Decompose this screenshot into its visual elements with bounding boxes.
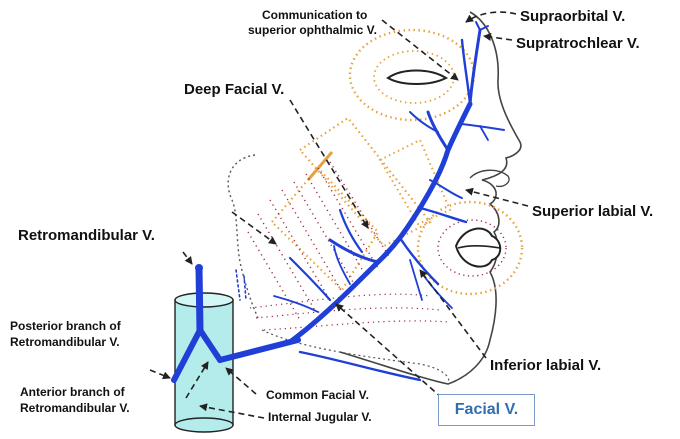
veins xyxy=(171,21,505,383)
masseter-hatching xyxy=(247,161,391,321)
arrow-posterior-branch xyxy=(149,369,171,380)
arrow-common-facial xyxy=(225,367,257,395)
face-profile-outline xyxy=(339,11,522,385)
buccinator-hatching xyxy=(249,293,451,331)
label-communication-line2: superior ophthalmic V. xyxy=(248,23,377,37)
label-posterior-branch-line2: Retromandibular V. xyxy=(10,335,120,349)
nostril-outline xyxy=(469,169,510,188)
arrow-anterior-branch xyxy=(185,361,209,399)
muscle-edge-line xyxy=(306,151,334,181)
arrow-facial-vein xyxy=(335,303,443,399)
ear-dotted-outline xyxy=(227,154,259,319)
orbicularis-oris-outer xyxy=(416,200,524,296)
arrow-superior-labial xyxy=(465,187,529,207)
zygomaticus-muscle xyxy=(298,116,432,248)
label-retromandibular: Retromandibular V. xyxy=(18,227,155,244)
leader-arrows xyxy=(149,11,529,419)
label-internal-jugular: Internal Jugular V. xyxy=(268,410,372,424)
arrow-communication xyxy=(381,19,459,81)
label-posterior-branch-line1: Posterior branch of xyxy=(10,319,121,333)
lip-line xyxy=(457,244,501,249)
label-supraorbital: Supraorbital V. xyxy=(520,8,626,25)
arrow-supraorbital xyxy=(465,11,517,23)
eye-opening xyxy=(386,69,449,85)
arrow-retromandibular xyxy=(182,251,193,265)
label-communication-line1: Communication to xyxy=(262,8,368,22)
levator-muscle xyxy=(378,138,452,226)
label-anterior-branch-line1: Anterior branch of xyxy=(20,385,125,399)
orbicularis-oris-inner xyxy=(437,219,507,277)
label-superior-labial: Superior labial V. xyxy=(532,203,654,220)
label-facial-vein: Facial V. xyxy=(438,394,535,426)
label-inferior-labial: Inferior labial V. xyxy=(490,357,602,374)
arrow-deep-facial xyxy=(289,99,369,229)
label-supratrochlear: Supratrochlear V. xyxy=(516,35,640,52)
lips xyxy=(454,227,502,268)
arrow-masseteric xyxy=(231,211,277,245)
arrow-internal-jugular xyxy=(199,403,265,419)
label-anterior-branch-line2: Retromandibular V. xyxy=(20,401,130,415)
arrow-inferior-labial xyxy=(419,269,487,359)
arrow-supratrochlear xyxy=(483,33,513,41)
masseter-muscle xyxy=(270,166,380,292)
label-common-facial: Common Facial V. xyxy=(266,388,369,402)
mandible-outline xyxy=(261,329,450,385)
label-deep-facial: Deep Facial V. xyxy=(184,81,285,98)
